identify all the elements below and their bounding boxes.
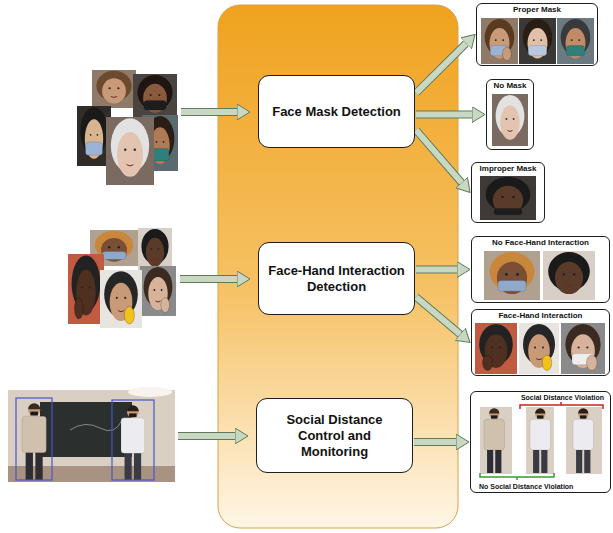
face-photo <box>561 323 605 374</box>
output-box: No Mask <box>486 79 534 150</box>
flow-arrow <box>416 114 472 115</box>
process-box: Face Mask Detection <box>258 75 415 148</box>
face-photo <box>557 18 594 64</box>
process-label: Social Distance Control and Monitoring <box>263 412 406 460</box>
face-photo <box>92 70 136 108</box>
process-box: Face-Hand Interaction Detection <box>258 242 415 315</box>
category-heading: Social Distance Violation <box>473 393 608 402</box>
face-photo <box>100 270 142 328</box>
person-figure <box>484 408 504 473</box>
face-photo <box>77 106 111 166</box>
flow-arrow <box>416 297 460 334</box>
process-box: Social Distance Control and Monitoring <box>256 398 413 473</box>
face-photo <box>106 117 154 185</box>
input-faces <box>77 70 178 185</box>
face-photo <box>68 254 104 324</box>
flow-arrow <box>416 269 457 270</box>
output-box: No Face-Hand Interaction <box>471 236 610 303</box>
face-photo <box>519 18 556 64</box>
input-arrow <box>181 112 237 113</box>
category-heading: Face-Hand Interaction <box>474 311 607 321</box>
face-photo <box>481 18 518 64</box>
category-heading: No Social Distance Violation <box>473 482 608 491</box>
process-label: Face-Hand Interaction Detection <box>265 263 408 295</box>
input-scene-photo <box>8 387 175 482</box>
violation-bracket <box>520 402 603 409</box>
person-figure <box>573 408 593 473</box>
output-box: Social Distance Violation No Social Dista… <box>470 391 611 493</box>
process-label: Face Mask Detection <box>272 104 401 120</box>
face-photo <box>480 176 536 220</box>
person-figure <box>121 405 145 480</box>
face-photo <box>138 228 172 272</box>
category-heading: Improper Mask <box>474 164 542 174</box>
output-box: Proper Mask <box>476 3 598 66</box>
flow-arrow <box>416 44 466 93</box>
category-heading: Proper Mask <box>479 5 595 15</box>
no-violation-bracket <box>480 473 554 480</box>
flow-arrow <box>414 442 456 443</box>
category-heading: No Face-Hand Interaction <box>474 238 607 248</box>
person-figure <box>22 403 46 480</box>
output-box: Face-Hand Interaction <box>471 309 610 376</box>
person-figure <box>530 408 550 473</box>
input-arrows <box>178 112 237 436</box>
face-photo <box>543 251 595 300</box>
flow-arrow <box>416 130 462 183</box>
input-arrow <box>180 279 237 280</box>
output-photos <box>475 18 605 480</box>
face-photo <box>484 251 540 300</box>
face-photo <box>492 94 528 146</box>
face-photo <box>475 323 517 374</box>
face-photo <box>133 74 177 118</box>
output-box: Improper Mask <box>471 162 545 223</box>
face-photo <box>519 323 559 374</box>
face-photo <box>140 266 176 316</box>
category-heading: No Mask <box>489 81 531 91</box>
input-arrow <box>178 436 235 437</box>
input-faces <box>68 228 176 328</box>
